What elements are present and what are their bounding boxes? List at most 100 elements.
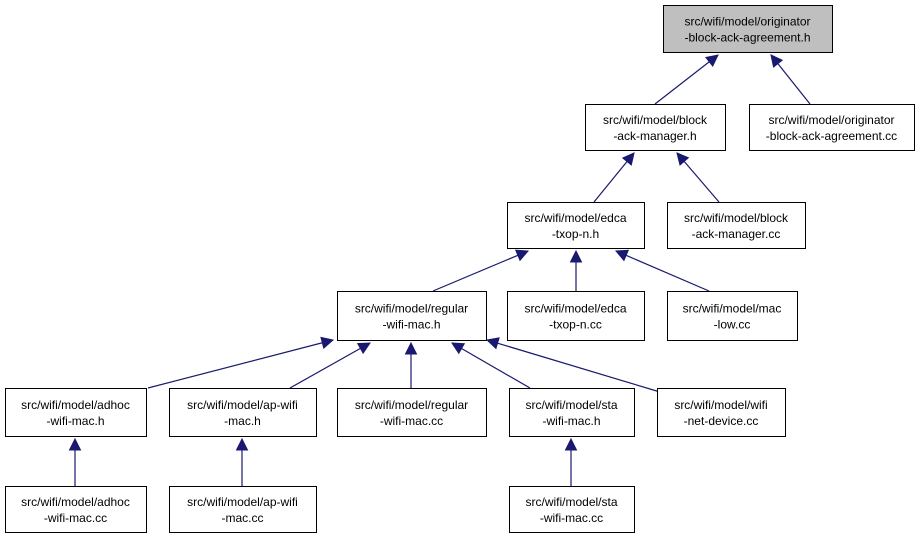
node-label-line-2: -block-ack-agreement.cc [766,129,897,143]
arrowhead-icon [320,336,335,349]
node-label-line-1: src/wifi/model/edca [524,211,626,225]
node-label-line-1: src/wifi/model/sta [525,398,617,412]
node-adhoc-cc[interactable]: src/wifi/model/adhoc -wifi-mac.cc [5,486,147,533]
edge-line [289,347,361,389]
node-label-line-1: src/wifi/model/sta [525,495,617,509]
edge-line [654,61,710,105]
node-box[interactable] [509,486,635,533]
node-regular-cc[interactable]: src/wifi/model/regular -wifi-mac.cc [337,388,487,437]
node-label-line-1: src/wifi/model/edca [524,302,626,316]
node-label-line-2: -txop-n.cc [549,318,602,332]
node-sta-h[interactable]: src/wifi/model/sta -wifi-mac.h [509,388,635,437]
arrowhead-icon [514,249,530,262]
node-label-line-1: src/wifi/model/originator [768,113,894,127]
node-label-line-1: src/wifi/model/regular [355,302,468,316]
node-label-line-2: -mac.cc [222,511,264,525]
node-label-line-2: -txop-n.h [552,227,599,241]
edge-netdev-cc-to-regular-h [485,337,661,393]
node-box[interactable] [507,202,645,249]
arrowhead-icon [404,341,418,355]
node-netdev-cc[interactable]: src/wifi/model/wifi -net-device.cc [657,388,786,437]
node-label-line-2: -low.cc [714,318,751,332]
edge-adhoc-h-to-regular-h [147,336,335,389]
node-maclow-cc[interactable]: src/wifi/model/mac -low.cc [667,291,798,341]
node-box[interactable] [585,104,726,151]
node-ap-cc[interactable]: src/wifi/model/ap-wifi -mac.cc [169,486,317,533]
node-box[interactable] [169,486,317,533]
node-ap-h[interactable]: src/wifi/model/ap-wifi -mac.h [169,388,317,437]
edge-sta-cc-to-sta-h [564,437,578,486]
arrowhead-icon [676,152,690,166]
node-label-line-1: src/wifi/model/mac [683,302,782,316]
arrowhead-icon [235,437,249,451]
node-label-line-2: -wifi-mac.cc [44,511,107,525]
node-label-line-1: src/wifi/model/ap-wifi [187,495,298,509]
node-label-line-2: -ack-manager.h [613,129,696,143]
edge-line [461,347,531,389]
edge-maclow-cc-to-edca-h [614,249,710,292]
edge-line [497,342,661,393]
node-box[interactable] [667,202,806,249]
node-box[interactable] [169,388,317,437]
node-edca-h[interactable]: src/wifi/model/edca -txop-n.h [507,202,645,249]
node-originator-cc[interactable]: src/wifi/model/originator -block-ack-agre… [749,104,915,151]
node-label-line-2: -ack-manager.cc [692,227,781,241]
node-label-line-1: src/wifi/model/regular [355,398,468,412]
arrowhead-icon [705,54,719,68]
node-box[interactable] [667,291,798,341]
node-label-line-2: -wifi-mac.h [542,414,600,428]
node-box[interactable] [663,5,833,53]
arrowhead-icon [621,152,635,166]
node-box[interactable] [749,104,915,151]
arrowhead-icon [356,342,371,355]
edge-adhoc-cc-to-adhoc-h [68,437,82,486]
edge-sta-h-to-regular-h [451,342,531,389]
node-box[interactable] [509,388,635,437]
arrowhead-icon [451,342,466,355]
node-box[interactable] [5,486,147,533]
edge-regular-h-to-edca-h [432,249,530,292]
edge-line [683,160,720,203]
node-box[interactable] [337,388,487,437]
node-label-line-1: src/wifi/model/adhoc [21,495,130,509]
edge-bam-cc-to-bam-h [676,152,720,203]
node-edca-cc[interactable]: src/wifi/model/edca -txop-n.cc [507,291,645,341]
node-bam-h[interactable]: src/wifi/model/block -ack-manager.h [585,104,726,151]
edge-ap-cc-to-ap-h [235,437,249,486]
arrowhead-icon [564,437,578,451]
edge-edca-cc-to-edca-h [569,249,583,291]
node-regular-h[interactable]: src/wifi/model/regular -wifi-mac.h [337,291,487,341]
node-label-line-1: src/wifi/model/originator [684,15,810,29]
node-label-line-2: -net-device.cc [684,414,759,428]
node-label-line-1: src/wifi/model/wifi [674,398,767,412]
arrowhead-icon [569,249,583,263]
node-label-line-1: src/wifi/model/block [603,113,708,127]
node-originator-h[interactable]: src/wifi/model/originator -block-ack-agre… [663,5,833,53]
edges [68,54,811,486]
node-label-line-1: src/wifi/model/ap-wifi [187,398,298,412]
node-label-line-2: -wifi-mac.cc [380,414,443,428]
node-bam-cc[interactable]: src/wifi/model/block -ack-manager.cc [667,202,806,249]
node-sta-cc[interactable]: src/wifi/model/sta -wifi-mac.cc [509,486,635,533]
edge-originator-cc-to-originator-h [770,54,811,105]
edge-bam-h-to-originator-h [654,54,719,105]
node-box[interactable] [657,388,786,437]
edge-line [147,342,323,389]
node-label-line-1: src/wifi/model/adhoc [21,398,130,412]
node-box[interactable] [337,291,487,341]
node-label-line-1: src/wifi/model/block [684,211,789,225]
arrowhead-icon [68,437,82,451]
node-label-line-2: -block-ack-agreement.h [684,31,810,45]
node-adhoc-h[interactable]: src/wifi/model/adhoc-wifi-mac.h [5,388,147,437]
edge-regular-cc-to-regular-h [404,341,418,388]
node-label-line-2: -wifi-mac.cc [540,511,603,525]
node-label-line-2: -mac.h [224,414,261,428]
node-label-line-2: -wifi-mac.h [382,318,440,332]
edge-line [593,161,628,203]
node-box[interactable] [5,388,147,437]
edge-ap-h-to-regular-h [289,342,371,389]
edge-line [432,254,519,292]
node-box[interactable] [507,291,645,341]
arrowhead-icon [614,249,630,262]
